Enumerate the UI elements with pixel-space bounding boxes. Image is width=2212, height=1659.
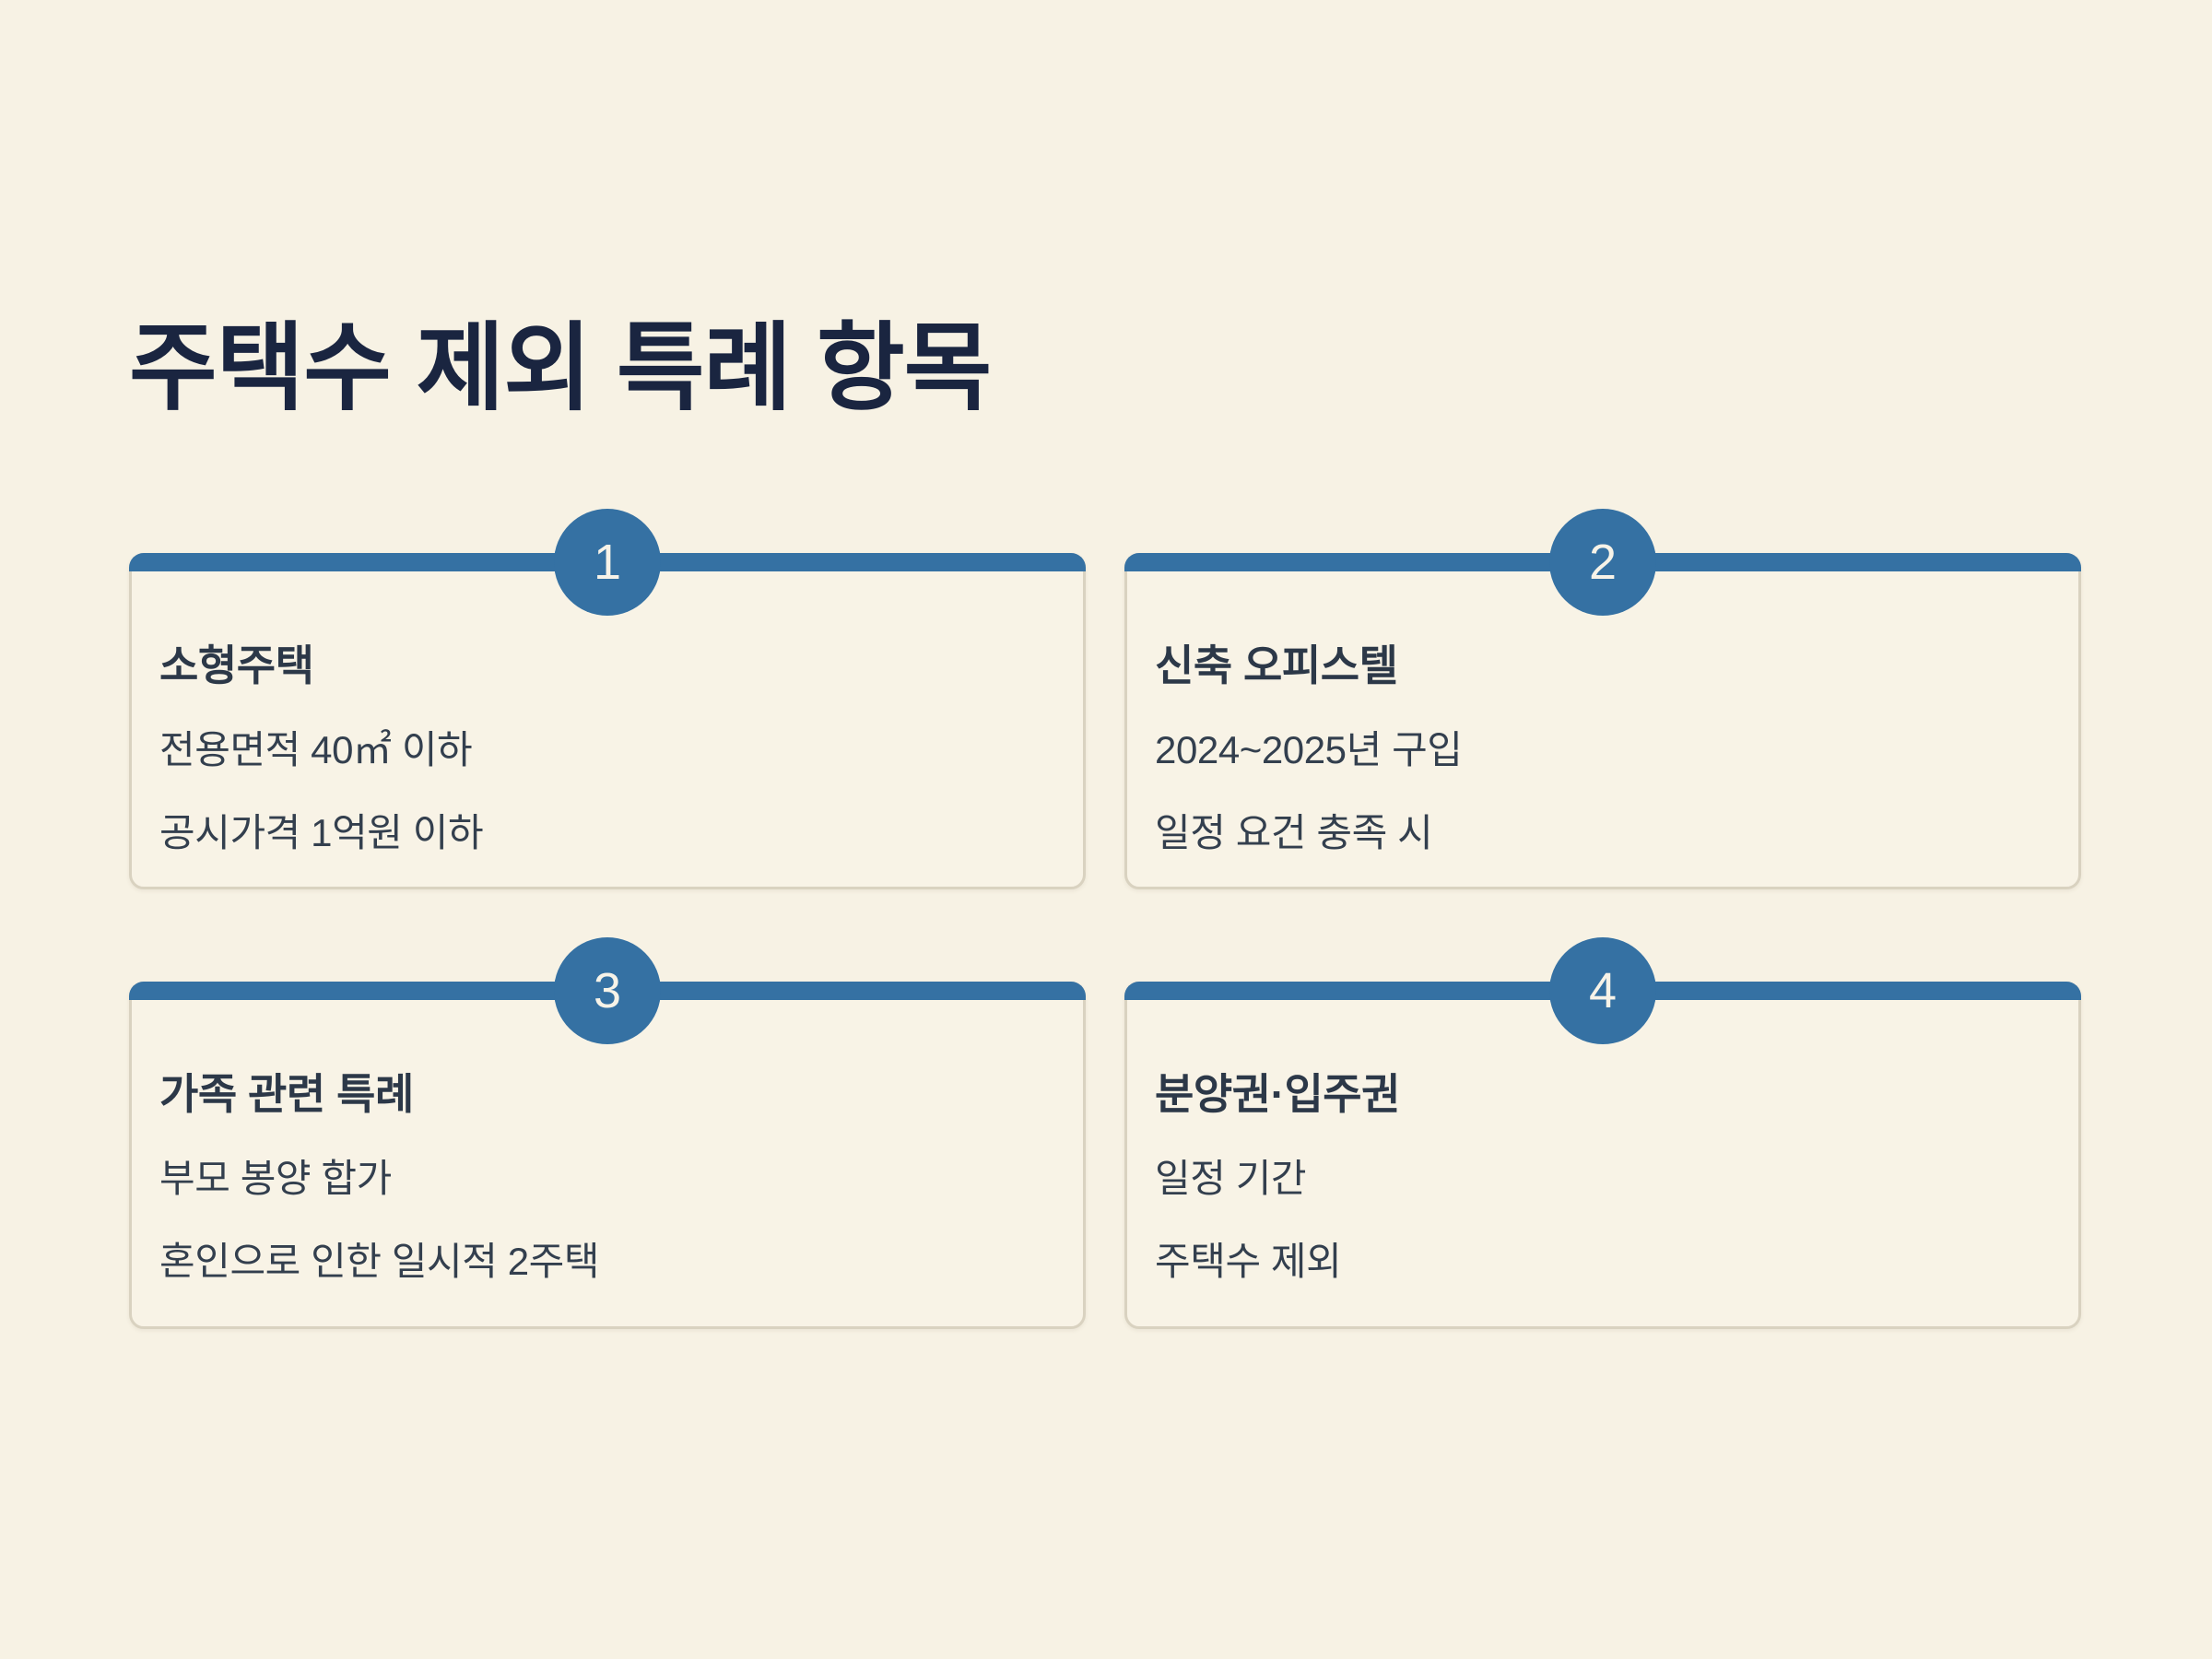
card-content: 분양권·입주권 일정 기간 주택수 제외 [1127, 984, 2078, 1281]
card-content: 가족 관련 특례 부모 봉양 합가 혼인으로 인한 일시적 2주택 [132, 984, 1083, 1281]
card-number-badge: 4 [1549, 937, 1656, 1044]
card-content: 소형주택 전용면적 40㎡ 이하 공시가격 1억원 이하 [132, 556, 1083, 853]
card-new-officetel: 2 신축 오피스텔 2024~2025년 구입 일정 요건 충족 시 [1124, 509, 2081, 889]
card-title: 분양권·입주권 [1155, 1070, 1401, 1118]
card-number-badge: 1 [554, 509, 661, 616]
card-title: 가족 관련 특례 [159, 1070, 414, 1118]
card-number-badge: 2 [1549, 509, 1656, 616]
card-small-housing: 1 소형주택 전용면적 40㎡ 이하 공시가격 1억원 이하 [129, 509, 1086, 889]
card-line: 주택수 제외 [1155, 1240, 1342, 1283]
card-content: 신축 오피스텔 2024~2025년 구입 일정 요건 충족 시 [1127, 556, 2078, 853]
card-line: 일정 요건 충족 시 [1155, 811, 1433, 854]
page-title: 주택수 제외 특례 항목 [129, 315, 992, 422]
card-sale-occupancy-rights: 4 분양권·입주권 일정 기간 주택수 제외 [1124, 937, 2081, 1329]
card-line: 부모 봉양 합가 [159, 1157, 392, 1200]
card-number-badge: 3 [554, 937, 661, 1044]
card-line: 2024~2025년 구입 [1155, 728, 1463, 771]
card-line: 일정 기간 [1155, 1157, 1307, 1200]
card-title: 소형주택 [159, 641, 314, 689]
card-line: 공시가격 1억원 이하 [159, 811, 484, 854]
card-line: 전용면적 40㎡ 이하 [159, 728, 473, 771]
card-line: 혼인으로 인한 일시적 2주택 [159, 1240, 600, 1283]
card-title: 신축 오피스텔 [1155, 641, 1398, 689]
card-family-special: 3 가족 관련 특례 부모 봉양 합가 혼인으로 인한 일시적 2주택 [129, 937, 1086, 1329]
